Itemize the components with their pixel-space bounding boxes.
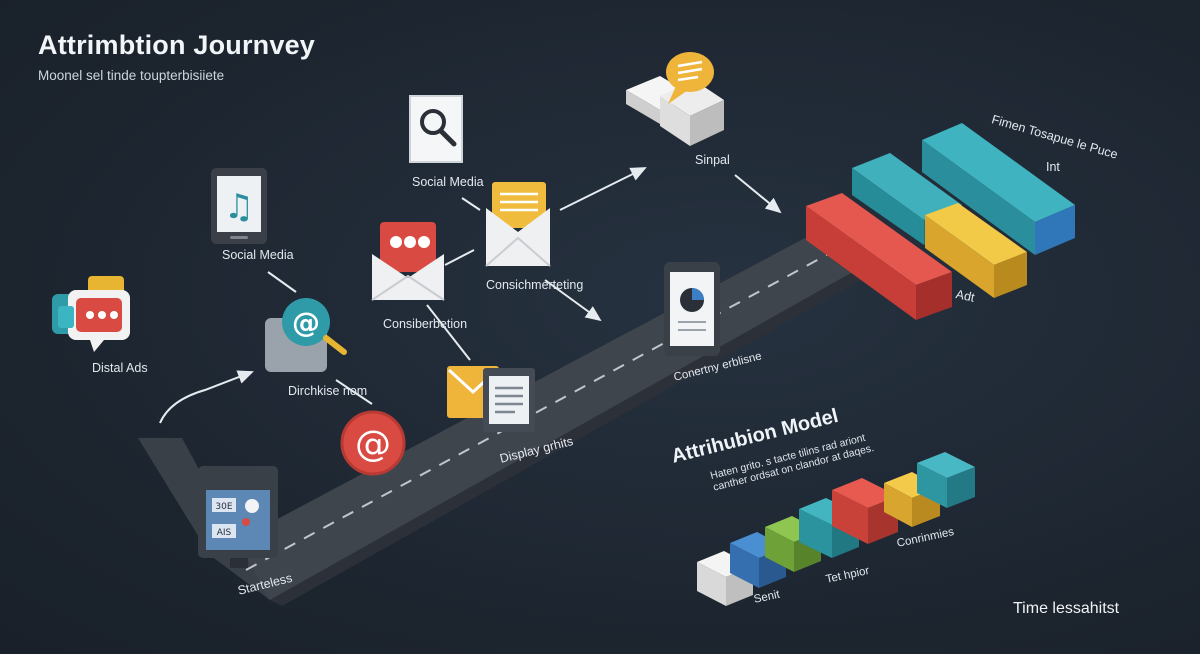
monitor-icon: 30E AIS (198, 466, 278, 568)
chat-box-icon (626, 52, 724, 146)
label-sinpal: Sinpal (695, 153, 730, 167)
page-subtitle: Moonel sel tinde toupterbisiiete (38, 68, 225, 83)
flow-arrows (159, 167, 782, 424)
label-consiberbetion: Consiberbetion (383, 317, 468, 331)
label-result-mid: Int (1046, 160, 1060, 174)
footer-label: Time lessahitst (1013, 600, 1120, 617)
tablet-chart-icon (664, 262, 720, 356)
result-bar-chart (806, 123, 1075, 320)
result-bar-yellow (925, 203, 1027, 298)
svg-text:AIS: AIS (217, 528, 232, 538)
svg-text:♫: ♫ (224, 187, 254, 227)
chat-bubble-icon (52, 276, 130, 352)
attribution-model-bars (697, 452, 975, 606)
envelope-icon-small (447, 366, 535, 432)
label-dirchkise-nom: Dirchkise nom (288, 384, 368, 398)
label-distal-ads: Distal Ads (92, 361, 148, 375)
at-sign-icon: @ (340, 410, 406, 476)
envelope-icon-red (371, 222, 445, 301)
svg-text:@: @ (355, 424, 391, 465)
svg-text:@: @ (292, 306, 320, 339)
label-social-media-1: Social Media (222, 248, 294, 262)
at-sign-badge-icon: @ (265, 298, 347, 372)
model-bar-teal-2 (917, 452, 975, 508)
label-consichmerteting: Consichmerteting (486, 278, 584, 292)
envelope-icon-yellow (485, 182, 551, 267)
svg-text:30E: 30E (215, 502, 232, 512)
result-bar-red (806, 193, 952, 320)
music-tablet-icon: ♫ (211, 168, 267, 244)
label-social-media-2: Social Media (412, 175, 484, 189)
result-bar-teal-back (922, 123, 1075, 255)
search-icon (409, 95, 463, 163)
page-title: Attrimbtion Journvey (38, 30, 316, 60)
